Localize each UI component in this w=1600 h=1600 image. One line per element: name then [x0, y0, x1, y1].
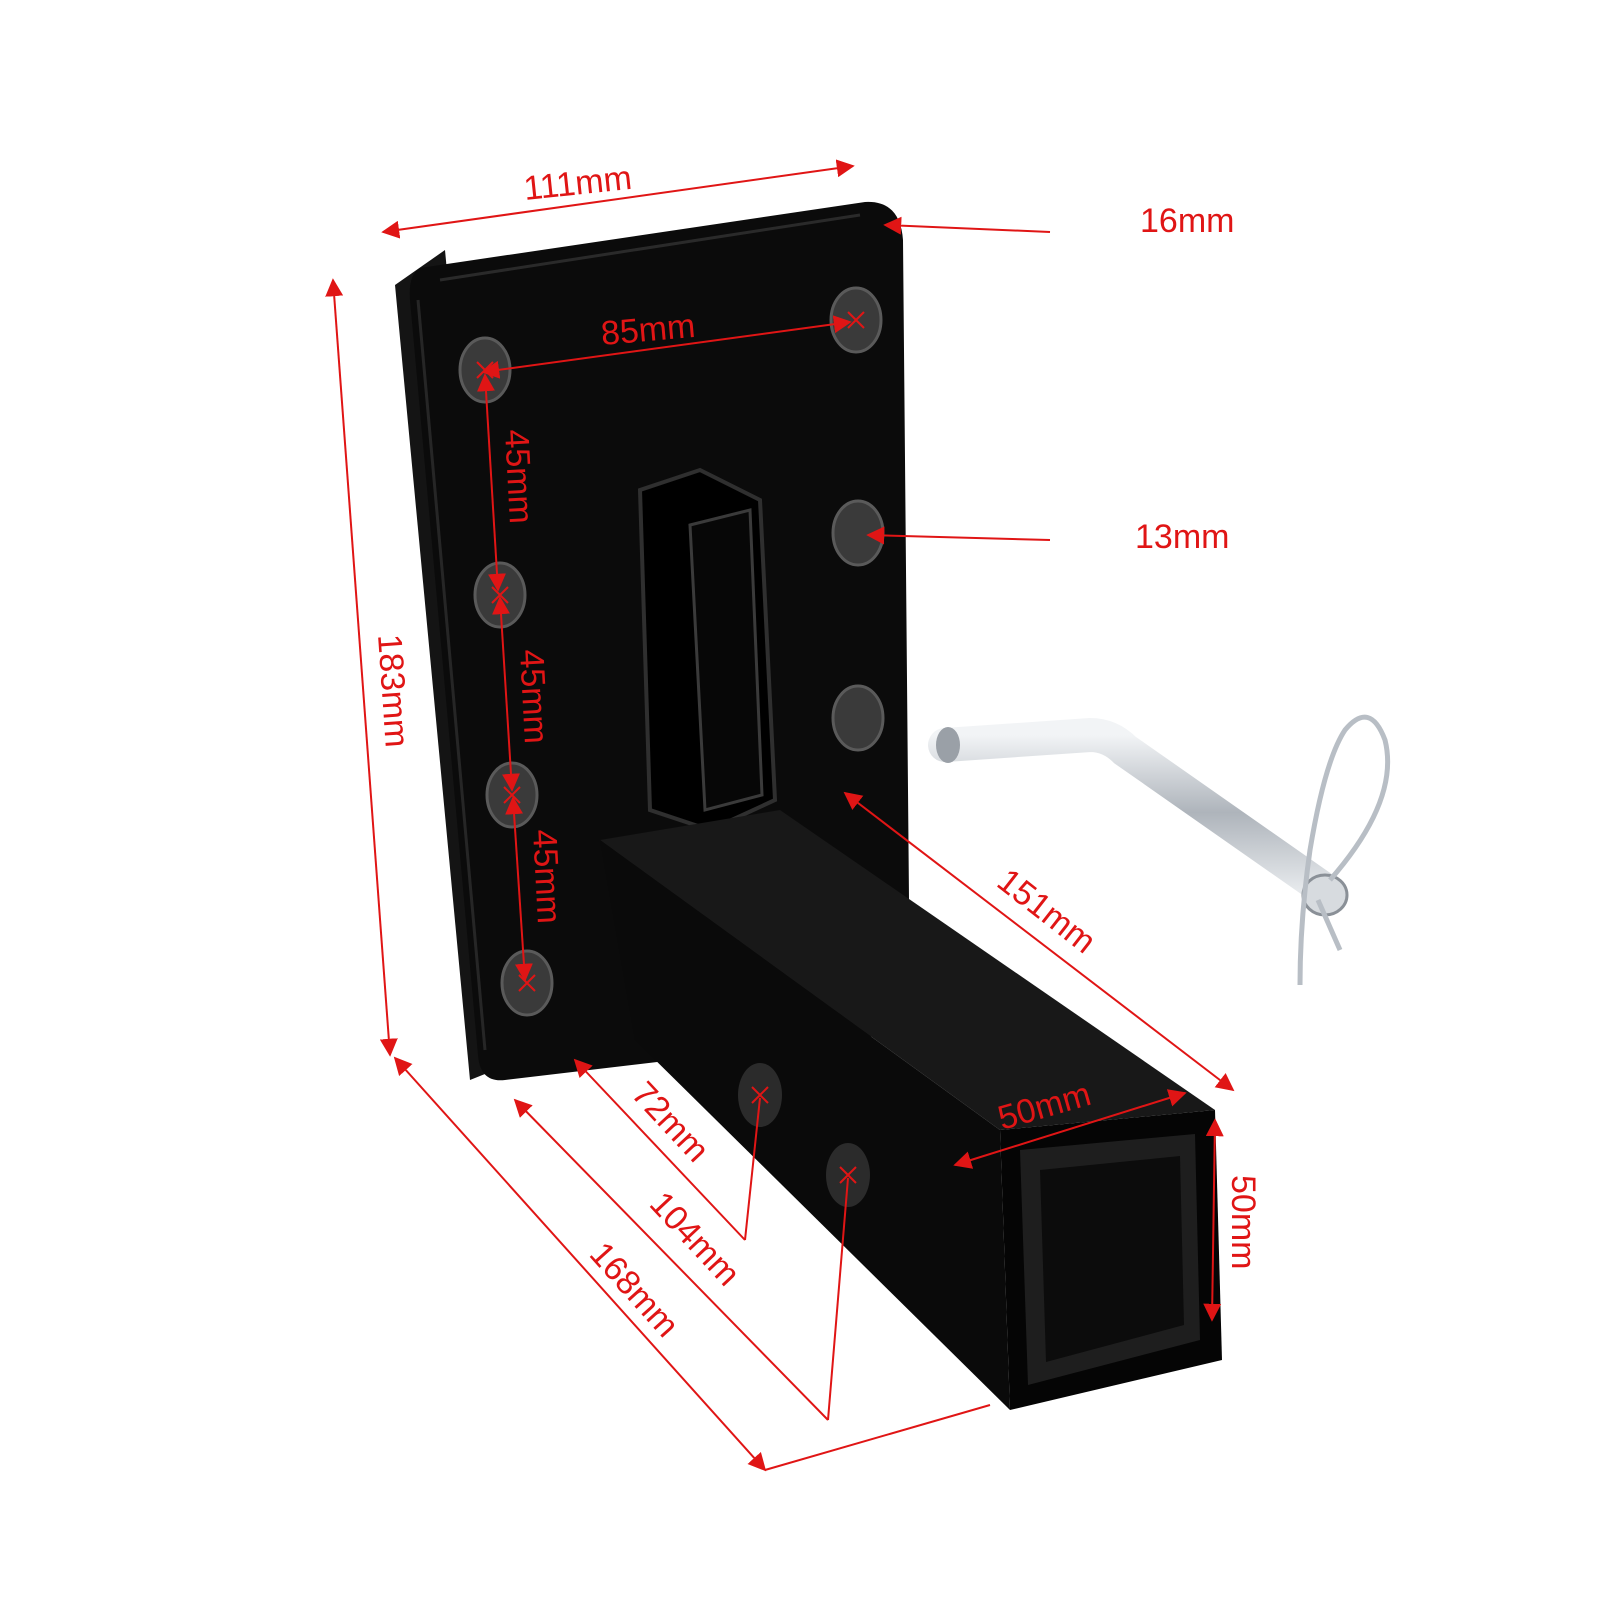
receiver-height-label: 50mm: [1224, 1175, 1262, 1269]
plate-hole: [831, 684, 885, 752]
pin-hole-2-distance-label: 104mm: [642, 1185, 747, 1294]
plate-height-label: 183mm: [370, 633, 416, 749]
pin-shaft: [928, 717, 1342, 907]
overall-depth-label: 168mm: [582, 1235, 686, 1345]
hole-center-marks: [476, 311, 865, 1184]
vertical-hole-spacing-label-1: 45mm: [497, 428, 540, 524]
hole-diameter-label: 13mm: [1135, 518, 1229, 556]
hitch-pin: [928, 714, 1391, 986]
plate-width-label: 111mm: [522, 159, 634, 208]
horizontal-hole-spacing-label: 85mm: [599, 307, 696, 353]
plate-thickness-label: 16mm: [1140, 202, 1234, 240]
receiver-side-face: [600, 840, 1010, 1410]
pin-end: [1301, 873, 1349, 917]
vertical-hole-spacing-label-3: 45mm: [525, 828, 568, 924]
hairpin-clip: [1297, 714, 1391, 986]
plate-hole: [831, 499, 885, 567]
dimension-lines: [325, 159, 1235, 1472]
gusset: [637, 467, 778, 833]
vertical-hole-spacing-label-2: 45mm: [512, 648, 555, 744]
